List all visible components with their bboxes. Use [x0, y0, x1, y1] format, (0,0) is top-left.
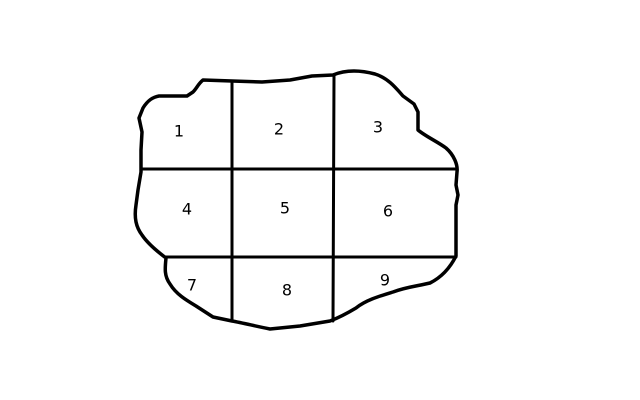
region-label-8: 8	[282, 281, 292, 300]
region-label-3: 3	[373, 118, 383, 137]
region-label-1: 1	[174, 122, 184, 141]
region-label-9: 9	[380, 271, 390, 290]
region-label-4: 4	[182, 200, 192, 219]
region-label-6: 6	[383, 202, 393, 221]
region-label-5: 5	[280, 199, 290, 218]
region-label-2: 2	[274, 120, 284, 139]
shape-outline	[133, 69, 460, 331]
divider-vertical-right	[331, 74, 336, 323]
region-label-7: 7	[187, 276, 197, 295]
